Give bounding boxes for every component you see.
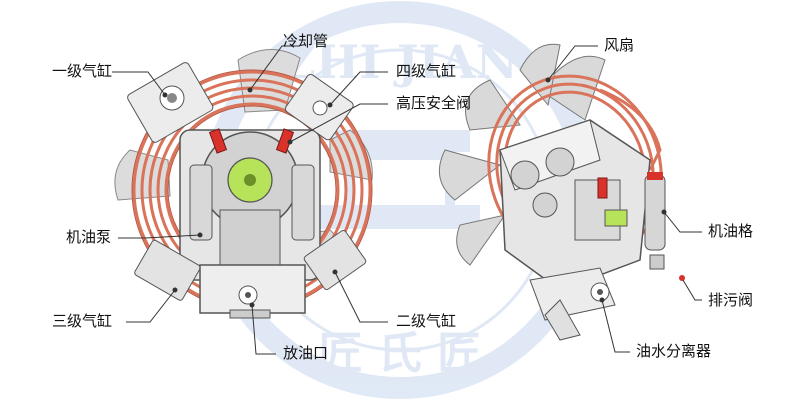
label-stage1-cylinder: 一级气缸 <box>52 62 113 80</box>
label-hp-safety-valve: 高压安全阀 <box>396 94 472 112</box>
label-stage3-cylinder: 三级气缸 <box>52 312 113 330</box>
stage2-cylinder-shape <box>303 229 367 291</box>
label-fan: 风扇 <box>604 36 635 54</box>
label-blowdown-valve: 排污阀 <box>708 291 754 309</box>
stage3-cylinder-shape <box>134 239 201 301</box>
watermark-text-top: ZHI JIAN <box>282 35 518 89</box>
watermark-text-bottom: 匠 氏 匠 <box>319 328 482 379</box>
label-oil-pump: 机油泵 <box>66 228 112 246</box>
label-oil-filter: 机油格 <box>708 222 754 240</box>
oil-water-separator-shape <box>529 267 616 321</box>
crankcase <box>179 129 321 281</box>
stage1-cylinder-shape <box>127 62 214 143</box>
front-view-compressor <box>114 49 373 319</box>
fan-shape <box>438 43 606 266</box>
stage4-cylinder-shape <box>284 73 354 141</box>
leader-lines <box>112 45 702 355</box>
label-stage4-cylinder: 四级气缸 <box>396 62 457 80</box>
label-stage2-cylinder: 二级气缸 <box>396 312 457 330</box>
label-oil-water-separator: 油水分离器 <box>636 342 712 360</box>
label-oil-drain: 放油口 <box>283 344 329 362</box>
oil-filter-shape <box>644 172 666 251</box>
label-cooling-pipe: 冷却管 <box>283 32 329 50</box>
perspective-view-compressor <box>438 43 685 341</box>
